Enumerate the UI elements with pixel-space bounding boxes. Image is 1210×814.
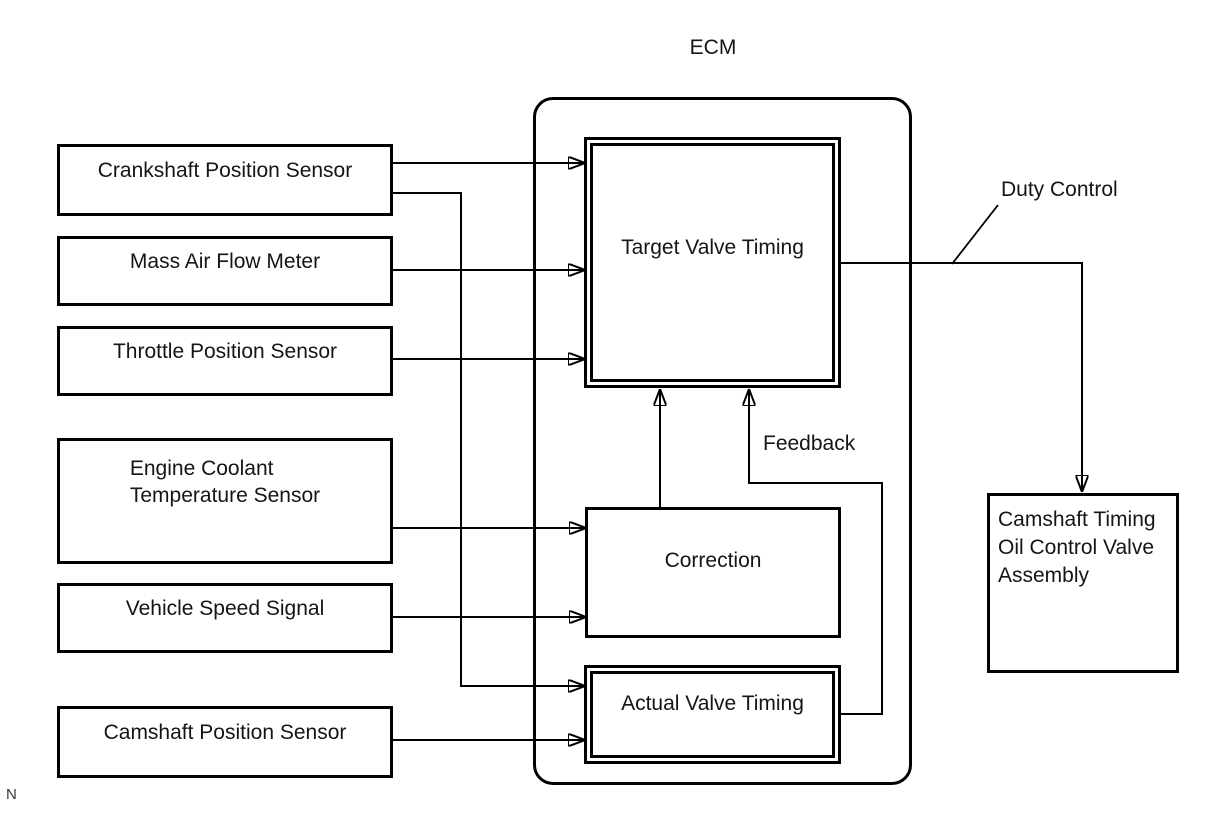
input-label: Mass Air Flow Meter	[129, 249, 321, 273]
block-label: Target Valve Timing	[621, 236, 804, 259]
output-box-camshaft-timing-oil-control-valve-assembly: Camshaft Timing Oil Control Valve Assemb…	[987, 493, 1179, 673]
input-box-crankshaft-position-sensor: Crankshaft Position Sensor	[57, 144, 393, 216]
input-label: Camshaft Position Sensor	[103, 720, 347, 744]
block-label: Actual Valve Timing	[621, 692, 804, 715]
input-label: Crankshaft Position Sensor	[97, 158, 353, 182]
input-label: Engine Coolant Temperature Sensor	[129, 457, 321, 507]
duty-control-leader-line	[951, 204, 999, 265]
input-box-engine-coolant-temperature-sensor: Engine Coolant Temperature Sensor	[57, 438, 393, 564]
input-box-throttle-position-sensor: Throttle Position Sensor	[57, 326, 393, 396]
block-actual-valve-timing: Actual Valve Timing	[584, 665, 841, 764]
corner-mark: N	[6, 786, 17, 803]
input-box-camshaft-position-sensor: Camshaft Position Sensor	[57, 706, 393, 778]
input-box-mass-air-flow-meter: Mass Air Flow Meter	[57, 236, 393, 306]
duty-control-label: Duty Control	[1001, 178, 1118, 201]
feedback-label: Feedback	[763, 432, 856, 455]
input-box-vehicle-speed-signal: Vehicle Speed Signal	[57, 583, 393, 653]
block-target-valve-timing: Target Valve Timing	[584, 137, 841, 388]
input-label: Vehicle Speed Signal	[125, 596, 325, 620]
ecm-title: ECM	[689, 36, 737, 59]
block-correction: Correction	[585, 507, 841, 638]
block-label: Correction	[664, 549, 762, 572]
output-label: Camshaft Timing Oil Control Valve Assemb…	[998, 508, 1156, 587]
input-label: Throttle Position Sensor	[112, 339, 338, 363]
